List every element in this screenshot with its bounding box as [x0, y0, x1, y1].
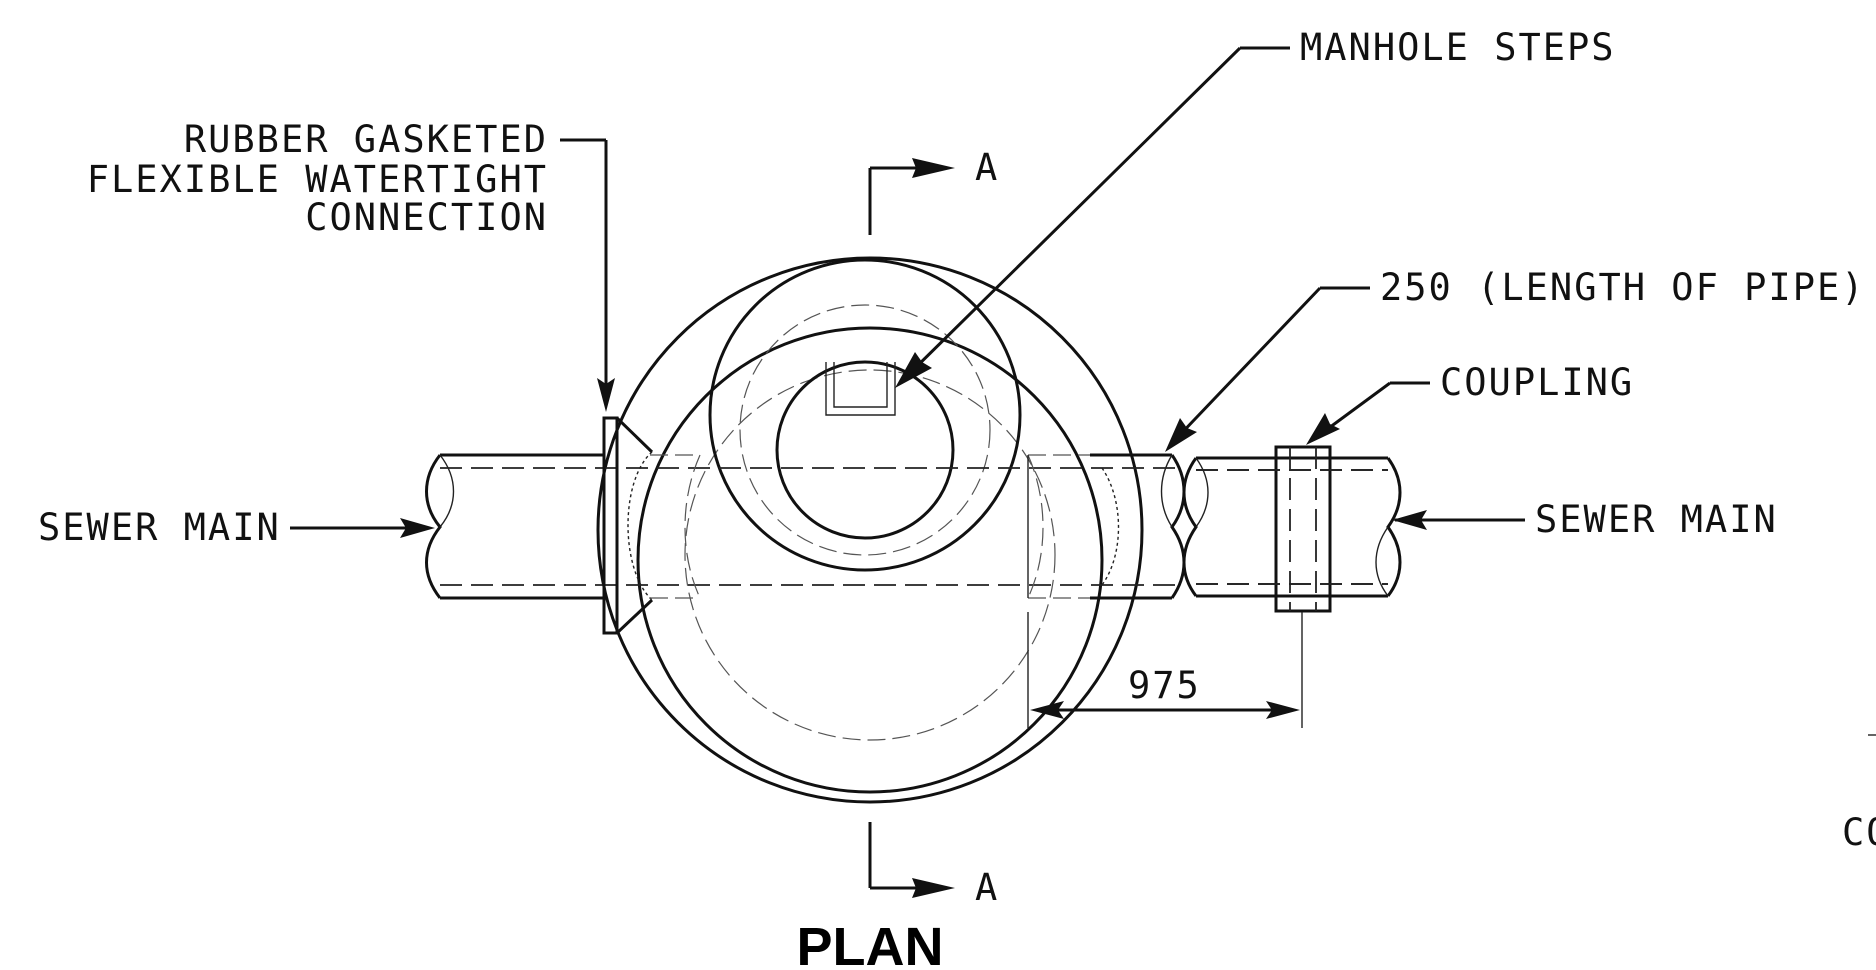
gasket-label-line1: RUBBER GASKETED [184, 118, 548, 161]
dimension-label: 975 [1128, 664, 1201, 707]
inner-pipe-hidden [650, 454, 1090, 599]
manhole-base-ring [636, 326, 1104, 794]
sewer-main-left-leader [290, 518, 435, 538]
coupling [1196, 445, 1388, 613]
sewer-main-right-label: SEWER MAIN [1535, 498, 1778, 541]
coupling-leader [1306, 381, 1430, 445]
coupling-label: COUPLING [1440, 361, 1634, 404]
manhole-cone-hidden-ring [739, 304, 991, 556]
section-mark-top: A [868, 146, 999, 235]
gasket-label-line2: FLEXIBLE WATERTIGHT [87, 158, 548, 201]
section-label-top: A [975, 146, 999, 189]
right-sewer-pipe [1182, 456, 1402, 598]
section-mark-bottom: A [868, 822, 999, 909]
manhole-base-hidden-ring [684, 369, 1056, 741]
section-label-bottom: A [975, 866, 999, 909]
plan-title: PLAN [797, 917, 944, 970]
manhole-steps-label: MANHOLE STEPS [1300, 26, 1616, 69]
manhole-step-icon [825, 362, 896, 416]
sewer-main-right-leader [1392, 510, 1525, 530]
pipe-length-leader [1165, 286, 1370, 452]
manhole-opening [775, 360, 955, 540]
rubber-gasket-plate [602, 416, 654, 635]
pipe-length-label: 250 (LENGTH OF PIPE) [1380, 266, 1866, 309]
manhole-steps-leader [895, 46, 1290, 388]
left-sewer-pipe [425, 453, 1180, 600]
gasket-leader [560, 138, 615, 412]
sewer-main-left-label: SEWER MAIN [38, 506, 281, 549]
dimension-975: 975 [1027, 612, 1303, 728]
short-pipe [1090, 453, 1186, 600]
manhole-cone-ring [708, 258, 1022, 572]
manhole-outer-ring [596, 256, 1144, 804]
gasket-label-line3: CONNECTION [305, 196, 548, 239]
clipped-edge-text: CO [1842, 811, 1876, 854]
